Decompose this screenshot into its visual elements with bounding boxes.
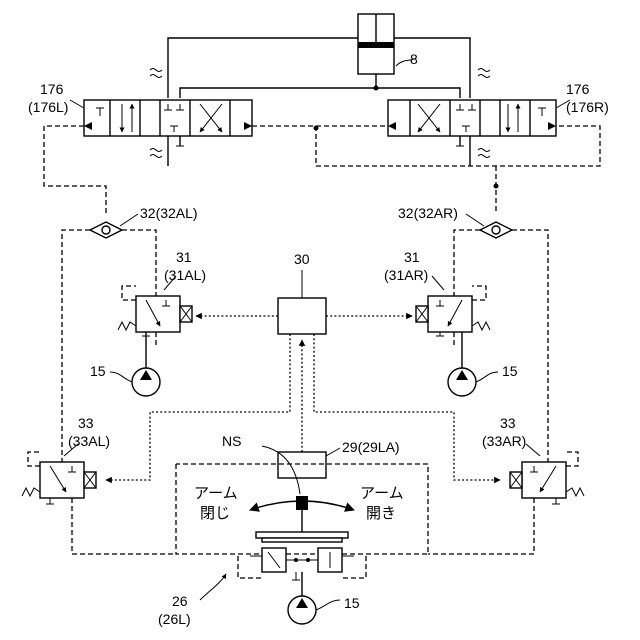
prop-right-sub: (31AR) [384, 267, 428, 283]
shuttle-valve-left [40, 222, 156, 466]
proportional-valve-right [416, 276, 490, 370]
valve-left-leader [70, 100, 84, 108]
sensor [262, 446, 340, 494]
lever-unit-number: 26 [172, 593, 188, 609]
pump-left [110, 368, 160, 396]
sensor-label: 29(29LA) [342, 439, 400, 455]
arm-open-line2: 開き [366, 504, 396, 522]
lever-unit-leader [200, 574, 226, 600]
shuttle-right-label: 32(32AR) [398, 205, 458, 221]
pump-bottom [288, 596, 340, 624]
proportional-valve-2-right [510, 444, 584, 504]
valve-right-number: 176 [566, 81, 590, 97]
arm-open-line1: アーム [360, 484, 404, 502]
pump-right-label: 15 [502, 363, 518, 379]
proportional-valve-left [118, 276, 192, 370]
arm-close-line2: 閉じ [200, 504, 230, 522]
prop2-right-number: 33 [500, 415, 516, 431]
ns-label: NS [222, 433, 241, 449]
pump-left-label: 15 [90, 363, 106, 379]
prop-left-sub: (31AL) [164, 267, 206, 283]
prop2-right-sub: (33AR) [482, 433, 526, 449]
valve-right-sub: (176R) [566, 99, 609, 115]
cylinder-label: 8 [410, 51, 418, 67]
valve-left-number: 176 [40, 81, 64, 97]
pump-right [448, 368, 498, 396]
pump-bottom-label: 15 [344, 595, 360, 611]
prop2-left-number: 33 [78, 415, 94, 431]
controller [196, 270, 412, 334]
controller-label: 30 [294, 251, 310, 267]
prop-left-number: 31 [176, 249, 192, 265]
lever-unit-sub: (26L) [158, 611, 191, 627]
shuttle-right-leader [466, 214, 484, 226]
shuttle-left-label: 32(32AL) [140, 205, 198, 221]
proportional-valve-2-left [22, 444, 96, 504]
pilot-lines-bottom [72, 332, 534, 554]
prop2-left-sub: (33AL) [68, 433, 110, 449]
arm-close-line1: アーム [194, 484, 238, 502]
prop-right-number: 31 [404, 249, 420, 265]
shuttle-left-leader [120, 214, 138, 226]
pilot-lines-top [44, 126, 600, 215]
directional-valve-right [388, 69, 556, 167]
cylinder-lines [168, 38, 470, 98]
hydraulic-cylinder [358, 14, 416, 91]
valve-left-sub: (176L) [28, 99, 68, 115]
